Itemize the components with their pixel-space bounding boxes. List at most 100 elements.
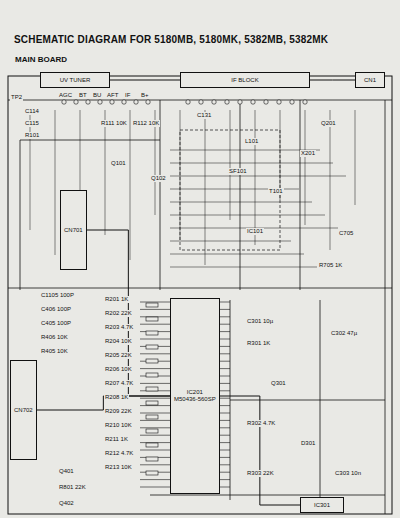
- part-label: C406 100P: [40, 306, 72, 313]
- part-label: R301 1K: [246, 340, 271, 347]
- resistor-symbol: [146, 457, 158, 461]
- part-label: R201 1K: [104, 296, 129, 303]
- part-label: R208 1K: [104, 394, 129, 401]
- part-label: R112 10K: [132, 120, 160, 127]
- signal-wire: [205, 110, 206, 265]
- part-label: Q401: [58, 468, 75, 475]
- ic-chip: IC201M50436-560SP: [170, 298, 220, 494]
- if-pin: [199, 100, 203, 104]
- part-label: R206 10K: [104, 366, 133, 373]
- node-text: IC301: [314, 502, 330, 509]
- signal-wire: [170, 254, 304, 255]
- if-pin: [212, 100, 216, 104]
- block-box: CN701: [60, 190, 87, 270]
- wire-connector: [220, 396, 300, 505]
- part-label: R303 22K: [246, 470, 275, 477]
- part-label: R209 22K: [104, 408, 133, 415]
- wire-connector: [110, 80, 180, 81]
- if-pin: [251, 100, 255, 104]
- part-label: R111 10K: [100, 120, 128, 127]
- part-label: R101: [24, 132, 40, 139]
- pin-wire: [140, 450, 170, 451]
- pin-wire: [140, 479, 170, 480]
- resistor-symbol: [146, 429, 158, 433]
- part-label: SF101: [228, 168, 248, 175]
- part-label: C1105 100P: [40, 292, 75, 299]
- part-label: IF: [124, 92, 131, 99]
- tuner-pin: [74, 100, 78, 104]
- part-label: TP2: [10, 94, 23, 101]
- part-label: R801 22K: [58, 484, 87, 491]
- node-text: CN1: [364, 77, 376, 84]
- resistor-symbol: [146, 373, 158, 377]
- part-label: Q301: [270, 380, 287, 387]
- part-label: Q201: [320, 120, 337, 127]
- resistor-symbol: [146, 387, 158, 391]
- tuner-pin: [62, 100, 66, 104]
- wire-connector: [87, 230, 170, 396]
- part-label: R202 22K: [104, 310, 133, 317]
- resistor-symbol: [146, 471, 158, 475]
- ic-chip: IC301: [300, 497, 344, 513]
- signal-wire: [30, 110, 31, 230]
- signal-wire: [170, 150, 320, 151]
- part-label: C301 10µ: [246, 318, 274, 325]
- pin-wire: [140, 487, 170, 488]
- node-text: IC201: [187, 389, 203, 396]
- resistor-symbol: [146, 415, 158, 419]
- node-text: IF BLOCK: [231, 77, 258, 84]
- part-label: C302 47µ: [330, 330, 358, 337]
- pin-wire: [140, 398, 170, 399]
- tuner-pin: [110, 100, 114, 104]
- node-text: UV TUNER: [60, 77, 91, 84]
- node-text: M50436-560SP: [174, 396, 216, 403]
- signal-wire: [170, 176, 346, 177]
- pin-wire: [140, 353, 170, 354]
- diagram-title: SCHEMATIC DIAGRAM FOR 5180MB, 5180MK, 53…: [14, 34, 328, 45]
- resistor-symbol: [146, 401, 158, 405]
- part-label: IC101: [246, 228, 264, 235]
- pin-wire: [140, 383, 170, 384]
- part-label: R210 10K: [104, 422, 133, 429]
- part-label: R207 4.7K: [104, 380, 134, 387]
- part-label: X201: [300, 150, 316, 157]
- signal-wire: [305, 110, 306, 225]
- resistor-symbol: [146, 359, 158, 363]
- part-label: BT: [78, 92, 88, 99]
- if-pin: [290, 100, 294, 104]
- resistor-symbol: [146, 443, 158, 447]
- part-label: BU: [92, 92, 102, 99]
- part-label: Q101: [110, 160, 127, 167]
- signal-wire: [170, 202, 312, 203]
- tuner-pin: [134, 100, 138, 104]
- block-box: CN1: [355, 72, 385, 88]
- node-text: CN702: [14, 407, 33, 414]
- part-label: C705: [338, 230, 354, 237]
- tuner-pin: [122, 100, 126, 104]
- part-label: L101: [244, 138, 259, 145]
- resistor-symbol: [146, 303, 158, 307]
- signal-wire: [105, 110, 106, 235]
- signal-wire: [170, 215, 325, 216]
- part-label: D301: [300, 440, 316, 447]
- resistor-symbol: [146, 331, 158, 335]
- part-label: R705 1K: [318, 262, 343, 269]
- part-label: B+: [140, 92, 150, 99]
- resistor-symbol: [146, 317, 158, 321]
- board-frame: [8, 76, 392, 514]
- resistor-symbol: [146, 345, 158, 349]
- signal-wire: [280, 110, 281, 200]
- tuner-pin: [98, 100, 102, 104]
- if-pin: [238, 100, 242, 104]
- part-label: AFT: [106, 92, 119, 99]
- pin-wire: [140, 368, 170, 369]
- part-label: R212 4.7K: [104, 450, 134, 457]
- part-label: R211 1K: [104, 436, 129, 443]
- part-label: C131: [196, 112, 212, 119]
- signal-wire: [255, 110, 256, 245]
- part-label: Q402: [58, 500, 75, 507]
- block-box: IF BLOCK: [180, 72, 310, 88]
- pin-wire: [140, 324, 170, 325]
- if-pin: [277, 100, 281, 104]
- signal-wire: [130, 110, 131, 260]
